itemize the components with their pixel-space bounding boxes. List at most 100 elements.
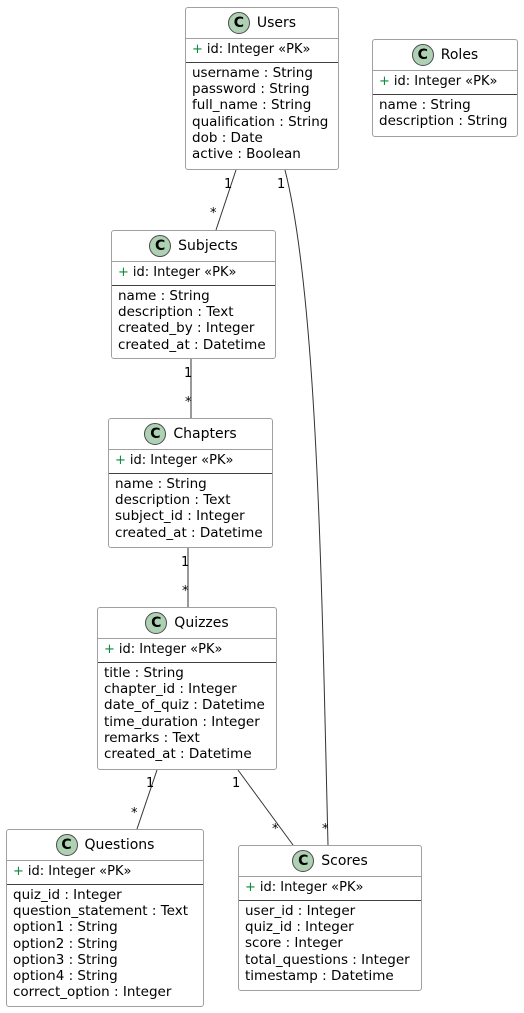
attribute-list: name : String description : String — [373, 95, 517, 131]
attribute: created_by : Integer — [118, 320, 255, 337]
attribute: timestamp : Datetime — [245, 967, 394, 984]
attribute-list: quiz_id : Integer question_statement : T… — [7, 885, 203, 1002]
class-questions[interactable]: C Questions +id: Integer «PK» quiz_id : … — [6, 829, 204, 1007]
attribute: name : String — [115, 476, 207, 492]
class-roles[interactable]: C Roles +id: Integer «PK» name : String … — [372, 39, 518, 137]
class-header: C Roles — [373, 40, 517, 71]
attribute: title : String — [104, 665, 184, 681]
attribute: created_at : Datetime — [104, 746, 252, 763]
multiplicity-chapters-quizzes-to: * — [182, 584, 189, 599]
public-visibility-icon: + — [379, 74, 390, 89]
attribute: total_questions : Integer — [245, 951, 410, 968]
pk-text: id: Integer «PK» — [259, 880, 364, 895]
attribute: description : Text — [115, 492, 231, 509]
pk-text: id: Integer «PK» — [206, 42, 311, 57]
attribute: password : String — [192, 81, 310, 98]
attribute: qualification : String — [192, 113, 329, 130]
pk-text: id: Integer «PK» — [118, 642, 223, 657]
attribute: correct_option : Integer — [13, 984, 172, 1001]
class-header: C Scores — [239, 846, 421, 877]
multiplicity-subjects-chapters-from: 1 — [184, 366, 193, 381]
attribute: option3 : String — [13, 951, 118, 968]
edge-quizzes-questions — [136, 769, 158, 830]
class-users[interactable]: C Users +id: Integer «PK» username : Str… — [185, 7, 339, 170]
multiplicity-chapters-quizzes-from: 1 — [181, 555, 190, 570]
attribute: option2 : String — [13, 935, 118, 952]
pk-text: id: Integer «PK» — [27, 864, 132, 879]
class-header: C Chapters — [109, 419, 272, 450]
class-name: Quizzes — [174, 615, 229, 631]
attribute: full_name : String — [192, 97, 312, 114]
attribute-list: name : String description : Text created… — [112, 286, 275, 355]
public-visibility-icon: + — [104, 642, 115, 657]
attribute: active : Boolean — [192, 146, 301, 163]
multiplicity-quizzes-scores-from: 1 — [232, 776, 241, 791]
class-chapters[interactable]: C Chapters +id: Integer «PK» name : Stri… — [108, 418, 273, 548]
attribute: option4 : String — [13, 968, 118, 985]
pk-text: id: Integer «PK» — [129, 453, 234, 468]
attribute: chapter_id : Integer — [104, 681, 237, 698]
class-name: Scores — [321, 853, 368, 869]
multiplicity-users-subjects-to: * — [210, 206, 217, 221]
attribute: name : String — [118, 288, 210, 304]
attribute: created_at : Datetime — [118, 336, 266, 353]
class-name: Subjects — [178, 238, 238, 254]
primary-key: +id: Integer «PK» — [109, 450, 272, 474]
class-name: Chapters — [173, 426, 237, 442]
primary-key: +id: Integer «PK» — [7, 861, 203, 885]
class-c-icon: C — [55, 834, 78, 856]
class-header: C Subjects — [112, 231, 275, 262]
attribute: username : String — [192, 65, 313, 81]
attribute: quiz_id : Integer — [245, 919, 354, 936]
attribute: description : Text — [118, 304, 234, 321]
class-header: C Questions — [7, 830, 203, 861]
multiplicity-users-subjects-from: 1 — [224, 177, 233, 192]
attribute: subject_id : Integer — [115, 508, 245, 525]
primary-key: +id: Integer «PK» — [373, 71, 517, 95]
attribute-list: username : String password : String full… — [186, 63, 338, 164]
class-name: Questions — [84, 837, 155, 853]
attribute: score : Integer — [245, 935, 343, 952]
class-quizzes[interactable]: C Quizzes +id: Integer «PK» title : Stri… — [97, 607, 277, 770]
primary-key: +id: Integer «PK» — [98, 639, 276, 663]
attribute: remarks : Text — [104, 729, 200, 746]
attribute: created_at : Datetime — [115, 524, 263, 541]
attribute: name : String — [379, 97, 471, 113]
edge-users-scores — [284, 169, 329, 846]
class-name: Roles — [440, 47, 479, 63]
public-visibility-icon: + — [118, 265, 129, 280]
public-visibility-icon: + — [245, 880, 256, 895]
attribute: question_statement : Text — [13, 903, 189, 920]
attribute: dob : Date — [192, 129, 263, 146]
multiplicity-subjects-chapters-to: * — [185, 395, 192, 410]
pk-text: id: Integer «PK» — [132, 265, 237, 280]
edge-users-subjects — [215, 169, 237, 231]
attribute: date_of_quiz : Datetime — [104, 697, 265, 714]
primary-key: +id: Integer «PK» — [186, 39, 338, 63]
multiplicity-quizzes-questions-to: * — [131, 806, 138, 821]
class-c-icon: C — [227, 12, 250, 34]
attribute: option1 : String — [13, 919, 118, 936]
class-header: C Quizzes — [98, 608, 276, 639]
class-c-icon: C — [145, 612, 168, 634]
class-c-icon: C — [411, 44, 434, 66]
public-visibility-icon: + — [115, 453, 126, 468]
public-visibility-icon: + — [192, 42, 203, 57]
pk-text: id: Integer «PK» — [393, 74, 498, 89]
multiplicity-users-scores-to: * — [322, 822, 329, 837]
class-scores[interactable]: C Scores +id: Integer «PK» user_id : Int… — [238, 845, 422, 991]
class-header: C Users — [186, 8, 338, 39]
multiplicity-users-scores-from: 1 — [277, 177, 286, 192]
attribute: time_duration : Integer — [104, 713, 260, 730]
attribute-list: name : String description : Text subject… — [109, 474, 272, 543]
primary-key: +id: Integer «PK» — [112, 262, 275, 286]
attribute: user_id : Integer — [245, 903, 356, 919]
class-name: Users — [256, 15, 297, 31]
class-subjects[interactable]: C Subjects +id: Integer «PK» name : Stri… — [111, 230, 276, 359]
attribute-list: title : String chapter_id : Integer date… — [98, 663, 276, 764]
class-c-icon: C — [292, 850, 315, 872]
attribute: description : String — [379, 113, 508, 130]
class-c-icon: C — [149, 235, 172, 257]
class-c-icon: C — [144, 423, 167, 445]
